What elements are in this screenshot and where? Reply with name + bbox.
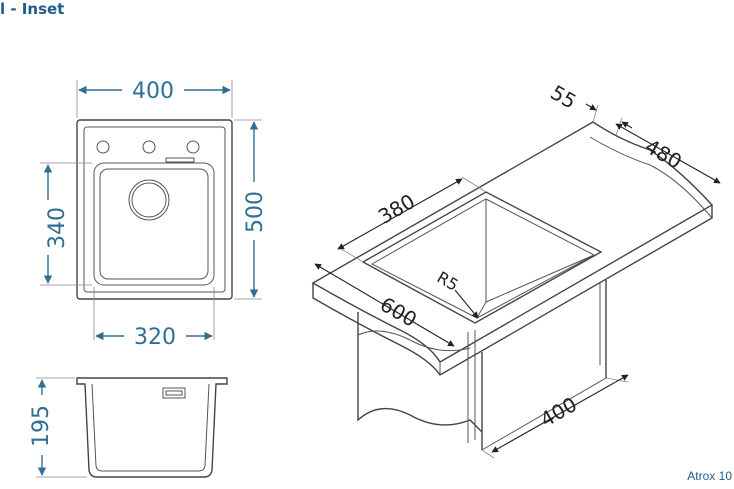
cabinet-left-wave — [357, 330, 471, 352]
section-inner-profile — [91, 383, 210, 472]
dim-340-label: 340 — [45, 207, 70, 249]
top-view: 400 500 340 320 — [40, 79, 268, 350]
dim-320-label: 320 — [134, 325, 176, 350]
bowl-inner-outline — [99, 168, 209, 280]
drain-inner — [131, 182, 167, 218]
overflow-slot — [165, 157, 195, 163]
dim-380-label: 380 — [374, 189, 419, 229]
dim-cabinet-400-line — [491, 374, 629, 453]
dim-55-label: 55 — [546, 80, 580, 114]
dim-55-line — [585, 103, 597, 111]
model-name: Atrox 10 — [687, 469, 732, 483]
section-overflow-inner — [165, 390, 183, 396]
dim-500-label: 500 — [243, 191, 268, 233]
section-overflow — [162, 387, 186, 399]
page-title: l - Inset — [0, 0, 65, 18]
dim-480-line — [615, 123, 721, 184]
dim-cabinet-400-label: 400 — [536, 392, 581, 432]
sink-outer-outline — [76, 119, 233, 300]
tap-hole-3 — [186, 140, 200, 154]
dim-195-label: 195 — [29, 405, 54, 447]
dim-380-line — [337, 178, 463, 250]
drain-outer — [128, 179, 170, 221]
dim-400-label: 400 — [132, 79, 174, 104]
dim-600-label: 600 — [376, 292, 421, 332]
sink-inner-outline — [83, 126, 226, 293]
tap-hole-1 — [96, 140, 110, 154]
radius-label: R5 — [434, 268, 462, 295]
bowl-outline — [93, 162, 215, 286]
tap-hole-2 — [142, 140, 156, 154]
section-outer-profile — [76, 377, 228, 478]
cabinet-left-side — [357, 312, 483, 433]
isometric-view: 55 480 380 R5 600 400 — [311, 80, 721, 459]
dim-480-label: 480 — [641, 134, 686, 174]
section-view: 195 — [29, 377, 228, 478]
dim-600-line — [314, 263, 455, 347]
